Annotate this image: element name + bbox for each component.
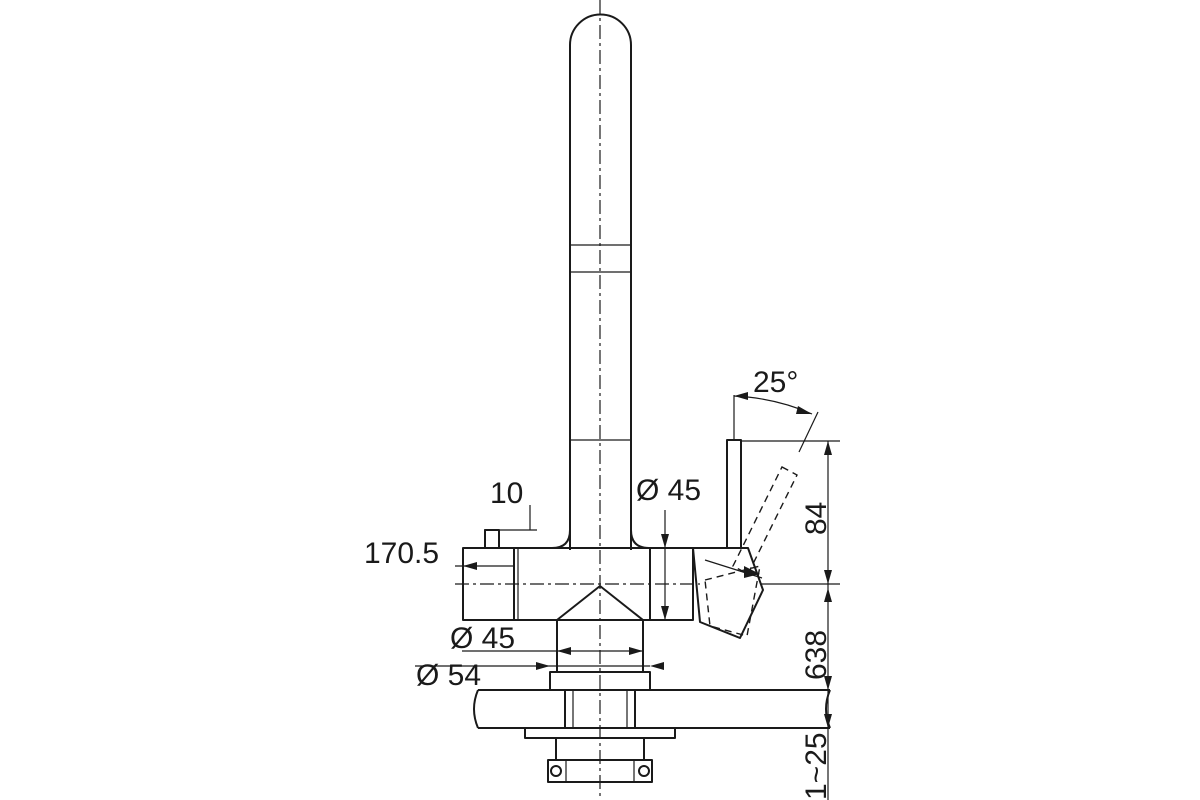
lever-handle [692,439,798,639]
deck [473,689,831,729]
flange-diameter-label: Ø 54 [416,659,481,692]
deck-thickness-label: 1~25 [800,732,833,800]
depth-label: 170.5 [364,537,439,570]
handle-offset-label: 10 [490,477,523,510]
pipe-diameter-dimension: Ø 45 [636,474,701,620]
deck-thickness-dimension: 1~25 [800,690,833,800]
handle-height-label: 84 [800,502,833,535]
base-diameter-label: Ø 45 [450,622,515,655]
angle-label: 25° [753,366,798,399]
pipe-diameter-label: Ø 45 [636,474,701,507]
flange-diameter-dimension: Ø 54 [415,659,664,692]
base-diameter-dimension: Ø 45 [450,622,644,672]
spout-height-label: 638 [800,630,833,680]
angle-dimension: 25° [733,366,819,453]
handle-height-dimension: 84 [741,440,840,585]
depth-dimension: 170.5 [364,537,760,578]
spout-height-dimension: 638 [800,584,833,690]
spout [551,13,650,550]
handle-offset-dimension: 10 [484,477,537,531]
center-lines [455,0,700,800]
